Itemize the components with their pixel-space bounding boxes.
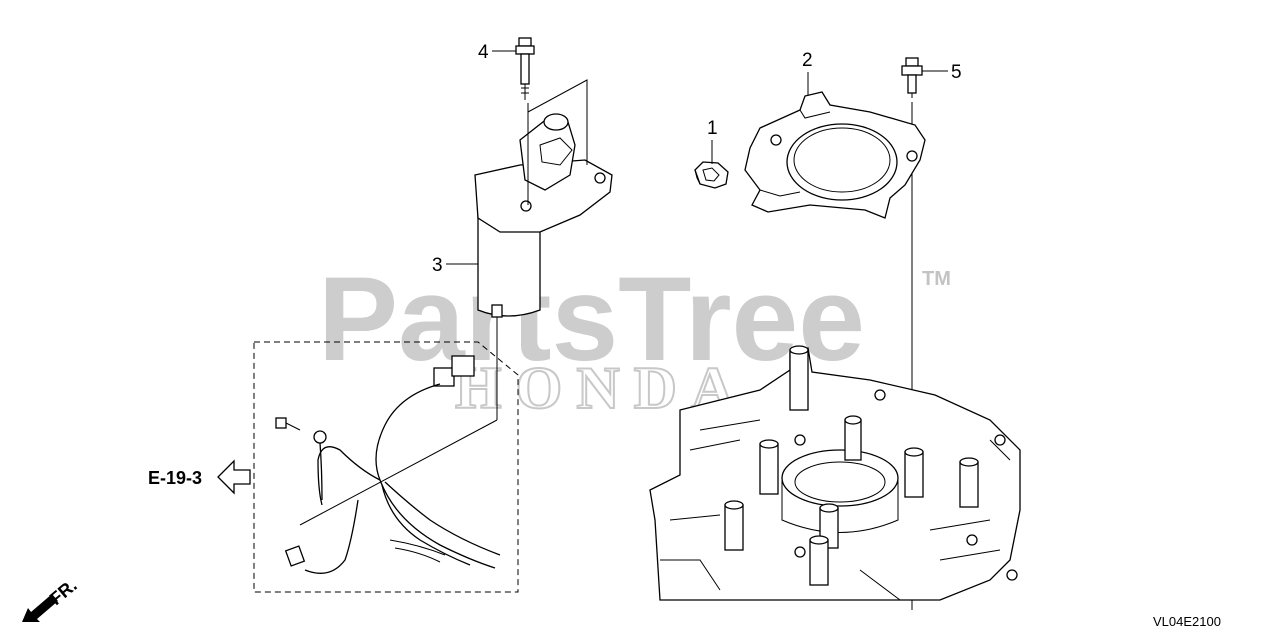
engine-housing — [649, 345, 1021, 601]
watermark-brand: PartsTree — [318, 252, 865, 386]
assembly-lines — [299, 79, 588, 526]
front-direction: FR. — [22, 575, 81, 622]
harness-group — [253, 341, 519, 593]
watermark-trademark: TM — [922, 268, 951, 290]
reference-label: E-19-3 — [148, 468, 202, 488]
callout-4: 4 — [478, 42, 489, 63]
starter-motor-part-3 — [474, 113, 613, 318]
clip-part-1 — [694, 161, 729, 189]
left-arrow-icon — [217, 459, 251, 495]
front-arrow-icon — [22, 594, 58, 622]
reference-arrow: E-19-3 — [148, 459, 251, 495]
bracket-part-2 — [744, 91, 926, 219]
callout-5: 5 — [951, 62, 962, 83]
callout-1: 1 — [707, 118, 718, 139]
callouts: 1 2 3 4 5 — [432, 42, 962, 276]
callout-2: 2 — [802, 50, 813, 71]
bolt-part-4 — [515, 37, 535, 100]
drawing-code: VL04E2100 — [1153, 614, 1221, 629]
watermark: PartsTree TM HONDA — [318, 252, 951, 422]
callout-3: 3 — [432, 255, 443, 276]
